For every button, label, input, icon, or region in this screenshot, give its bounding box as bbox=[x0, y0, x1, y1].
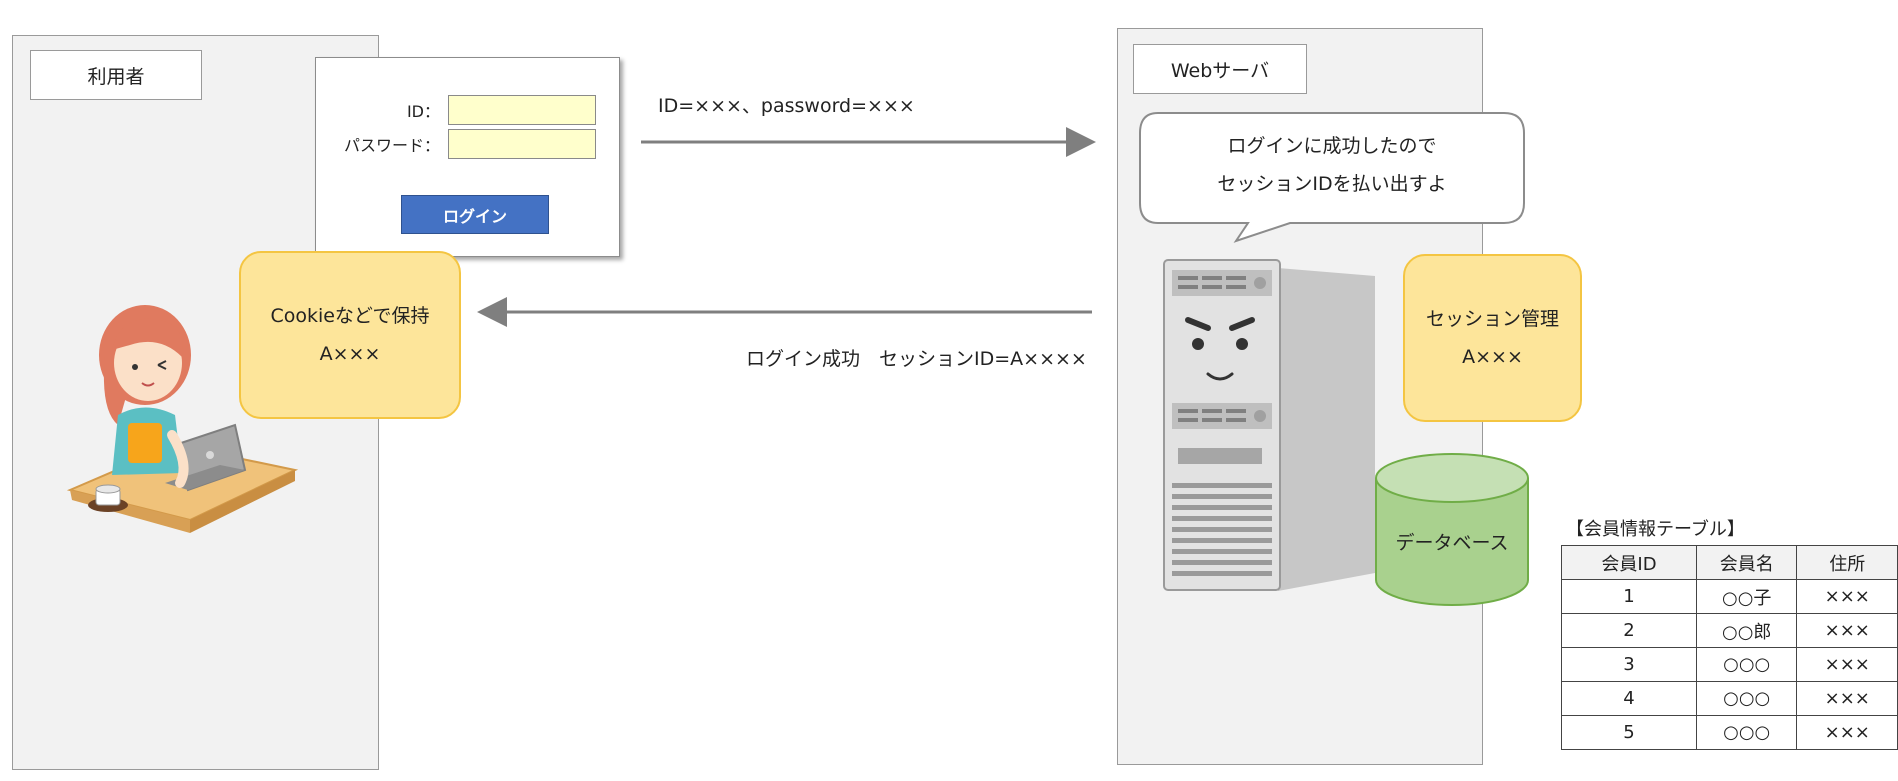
col-address: 住所 bbox=[1796, 545, 1898, 580]
id-field-label: ID： bbox=[406, 102, 440, 121]
id-input[interactable] bbox=[448, 95, 596, 125]
speech-bubble-text: ログインに成功したので セッションIDを払い出すよ bbox=[1140, 127, 1524, 203]
user-at-laptop-illustration bbox=[66, 305, 299, 533]
cell-member-id: 5 bbox=[1561, 715, 1697, 750]
table-row: 5 ○○○ ××× bbox=[1561, 715, 1898, 750]
col-member-id: 会員ID bbox=[1561, 545, 1697, 580]
request-arrow-label: ID=×××、password=××× bbox=[658, 95, 915, 117]
cell-member-id: 1 bbox=[1561, 579, 1697, 614]
cell-member-name: ○○○ bbox=[1695, 715, 1798, 750]
user-panel-label: 利用者 bbox=[30, 50, 202, 100]
table-row: 1 ○○子 ××× bbox=[1561, 579, 1898, 614]
cell-address: ××× bbox=[1796, 715, 1898, 750]
password-input[interactable] bbox=[448, 129, 596, 159]
cookie-note-line1: Cookieなどで保持 bbox=[270, 305, 430, 327]
speech-bubble bbox=[1139, 112, 1525, 243]
cell-address: ××× bbox=[1796, 579, 1898, 614]
cell-member-id: 4 bbox=[1561, 681, 1697, 716]
cell-address: ××× bbox=[1796, 681, 1898, 716]
session-note-line1: セッション管理 bbox=[1425, 308, 1559, 330]
col-member-name: 会員名 bbox=[1695, 545, 1798, 580]
member-table: 会員ID 会員名 住所 1 ○○子 ××× 2 ○○郎 ××× 3 ○○○ ××… bbox=[1561, 545, 1898, 750]
cookie-note: Cookieなどで保持 A××× bbox=[239, 251, 461, 419]
table-row: 4 ○○○ ××× bbox=[1561, 681, 1898, 716]
password-field-label: パスワード： bbox=[343, 136, 440, 155]
table-header-row: 会員ID 会員名 住所 bbox=[1561, 545, 1898, 580]
cell-member-id: 2 bbox=[1561, 613, 1697, 648]
server-illustration bbox=[1163, 259, 1375, 591]
session-note: セッション管理 A××× bbox=[1403, 254, 1582, 422]
response-arrow-label: ログイン成功 セッションID=A×××× bbox=[746, 348, 1087, 370]
cookie-note-line2: A××× bbox=[319, 343, 381, 365]
cell-member-name: ○○郎 bbox=[1695, 613, 1798, 648]
cell-member-name: ○○○ bbox=[1695, 681, 1798, 716]
table-row: 2 ○○郎 ××× bbox=[1561, 613, 1898, 648]
database-cylinder-icon bbox=[1375, 453, 1529, 606]
web-server-panel-label: Webサーバ bbox=[1133, 44, 1307, 94]
table-row: 3 ○○○ ××× bbox=[1561, 647, 1898, 682]
speech-bubble-line2: セッションIDを払い出すよ bbox=[1217, 173, 1447, 195]
cell-address: ××× bbox=[1796, 647, 1898, 682]
member-table-title: 【会員情報テーブル】 bbox=[1566, 519, 1745, 540]
login-button[interactable]: ログイン bbox=[401, 195, 549, 234]
database-label: データベース bbox=[1395, 532, 1509, 554]
cell-member-id: 3 bbox=[1561, 647, 1697, 682]
member-table-wrapper: 会員ID 会員名 住所 1 ○○子 ××× 2 ○○郎 ××× 3 ○○○ ××… bbox=[1561, 545, 1898, 750]
session-note-line2: A××× bbox=[1462, 346, 1523, 368]
cell-member-name: ○○子 bbox=[1695, 579, 1798, 614]
cell-address: ××× bbox=[1796, 613, 1898, 648]
cell-member-name: ○○○ bbox=[1695, 647, 1798, 682]
speech-bubble-line1: ログインに成功したので bbox=[1227, 135, 1437, 157]
